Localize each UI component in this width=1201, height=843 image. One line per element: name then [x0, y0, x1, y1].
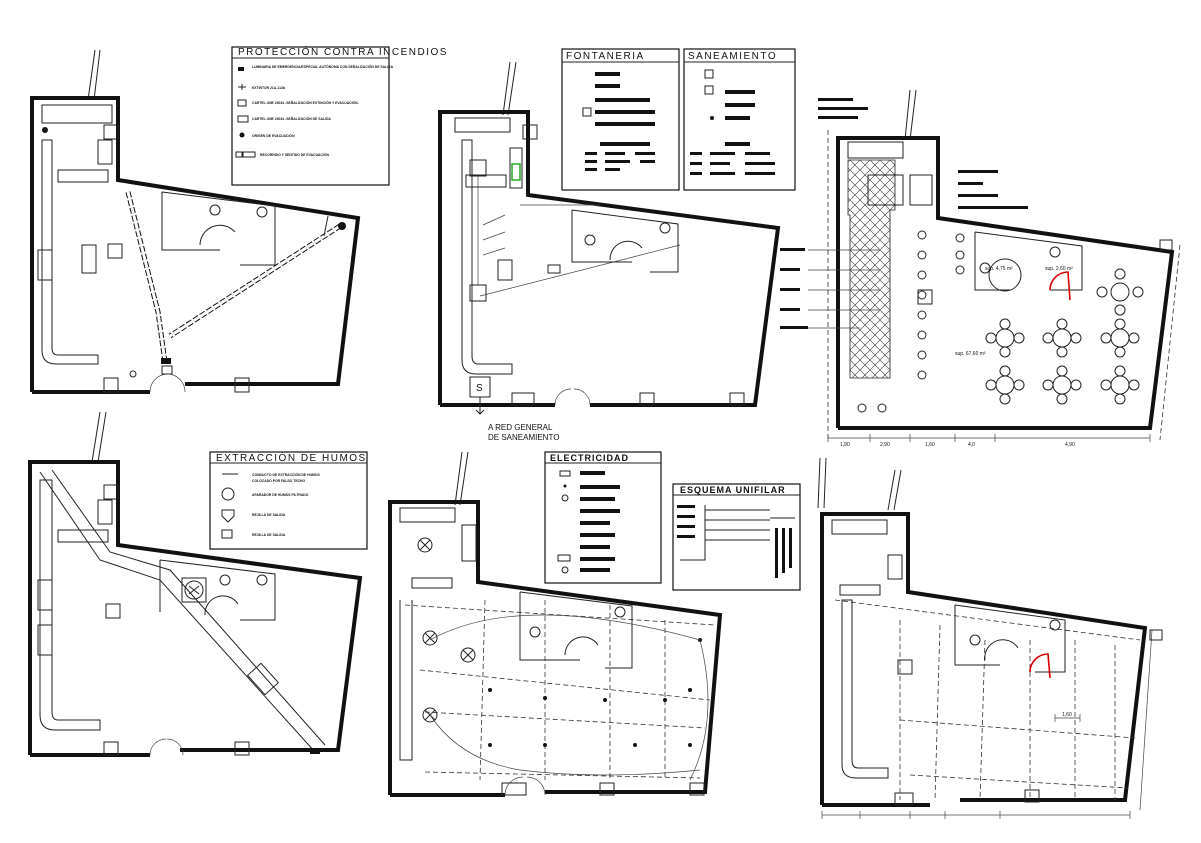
- plumbing-legend-title: FONTANERIA: [566, 51, 645, 62]
- smoke-legend-box: [209, 451, 368, 550]
- fire-legend-box: [231, 46, 390, 186]
- smoke-legend-item: CONDUCTO DE EXTRACCIÓN DE HUMOS: [252, 472, 320, 477]
- dim-label: 1,90: [840, 442, 850, 448]
- plan-plumbing: S A RED GENERAL DE SANEAMIENTO FONTANERI…: [438, 48, 796, 442]
- fire-legend-item: RECORRIDO Y SENTIDO DE EVACUACIÓN: [260, 152, 330, 157]
- fire-legend-title: PROTECCIÓN CONTRA INCENDIOS: [238, 45, 448, 58]
- plan-fire-protection: PROTECCIÓN CONTRA INCENDIOS LUMINARIA DE…: [30, 45, 448, 394]
- drain-symbol: S: [476, 383, 484, 394]
- dim-label: 1,60: [925, 442, 935, 448]
- ceiling-dim-label: 1,60: [1062, 712, 1072, 718]
- smoke-legend-item: REJILLA DE SALIDA: [252, 533, 286, 537]
- plan-electrical: ELECTRICIDAD ESQUEMA UNIFILAR: [388, 451, 801, 797]
- drain-note-line2: DE SANEAMIENTO: [488, 433, 559, 442]
- area-main: sup. 67,60 m²: [955, 351, 986, 357]
- bar-stools: [857, 230, 965, 413]
- tables: [985, 268, 1144, 405]
- smoke-legend-title: EXTRACCIÓN DE HUMOS: [216, 451, 367, 464]
- electric-legend-title: ELECTRICIDAD: [550, 453, 629, 463]
- drainage-legend-box: [683, 48, 796, 191]
- plan-ceiling: 1,60: [817, 457, 1163, 819]
- fire-legend-item: EXTINTOR 21A-113b: [252, 86, 285, 90]
- drainage-legend-title: SANEAMIENTO: [688, 51, 777, 62]
- plumbing-legend-box: [561, 48, 680, 191]
- plan-smoke-extraction: EXTRACCIÓN DE HUMOS CONDUCTO DE EXTRACCI…: [28, 411, 368, 757]
- area-wc1: sup. 4,75 m²: [985, 266, 1013, 272]
- dim-label: 4,0: [968, 442, 975, 448]
- plan-layout: sup. 4,75 m² sup. 2,60 m² sup. 67,60 m² …: [780, 89, 1181, 448]
- fire-legend-item: CARTEL UNE 23034 -SEÑALIZACIÓN EXTINCIÓN…: [252, 100, 359, 105]
- area-wc2: sup. 2,60 m²: [1045, 266, 1073, 272]
- smoke-legend-item: COLOCADO POR FALSO TECHO: [252, 479, 305, 483]
- fire-legend-item: CARTEL UNE 23034 -SEÑALIZACIÓN DE SALIDA: [252, 116, 331, 121]
- dim-label: 2,90: [880, 442, 890, 448]
- drain-note-line1: A RED GENERAL: [488, 423, 553, 432]
- dim-label: 4,90: [1065, 442, 1075, 448]
- smoke-legend-item: REJILLA DE SALIDA: [252, 513, 286, 517]
- smoke-legend-item: APARADOR DE HUMOS FILTRADO: [252, 493, 309, 497]
- fire-legend-item: ORIGEN DE EVACUACIÓN: [252, 133, 295, 138]
- fire-legend-item: LUMINARIA DE EMERGENCIA/ESPECIAL AUTÓNOM…: [252, 64, 394, 69]
- single-line-diagram-title: ESQUEMA UNIFILAR: [680, 485, 786, 495]
